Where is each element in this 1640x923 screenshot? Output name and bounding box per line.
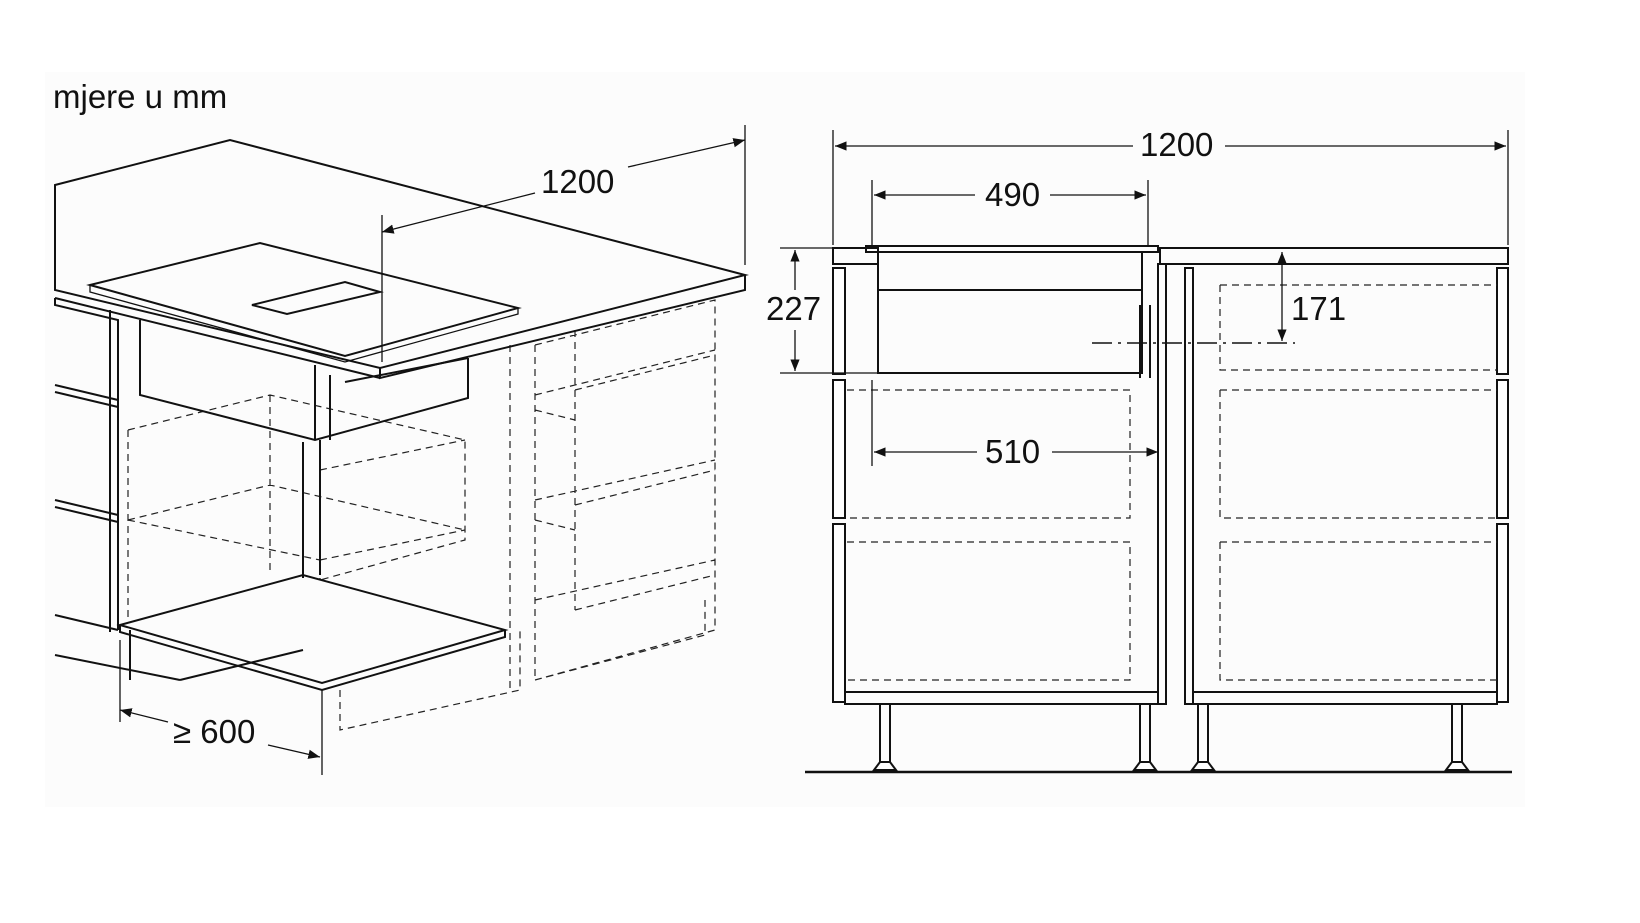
- cabinet-left: [832, 263, 1167, 705]
- dim-height: 227: [766, 290, 821, 327]
- dim-cutout-width: 490: [985, 176, 1040, 213]
- dim-min-depth: ≥ 600: [173, 713, 255, 750]
- drawing-area: [45, 72, 1525, 807]
- hob-glass: [865, 245, 1159, 253]
- dim-outlet-height: 171: [1291, 290, 1346, 327]
- cabinet-legs: [872, 704, 1470, 771]
- drawer-cabinet: [54, 298, 304, 681]
- dim-depth: 510: [985, 433, 1040, 470]
- section-view: 1200 490 227 171 510: [766, 126, 1512, 774]
- dim-width-perspective: 1200: [541, 163, 614, 200]
- dim-total-width: 1200: [1140, 126, 1213, 163]
- hob-housing: [139, 320, 469, 442]
- cabinet-right: [1184, 267, 1509, 705]
- perspective-view: 1200 ≥ 600: [54, 125, 749, 775]
- countertop-section-right: [1159, 247, 1509, 265]
- units-label: mjere u mm: [53, 78, 227, 115]
- dashed-cabinets: [127, 299, 716, 731]
- vent-slot: [251, 280, 384, 316]
- countertop: [54, 138, 749, 370]
- hob-body: [877, 252, 1143, 374]
